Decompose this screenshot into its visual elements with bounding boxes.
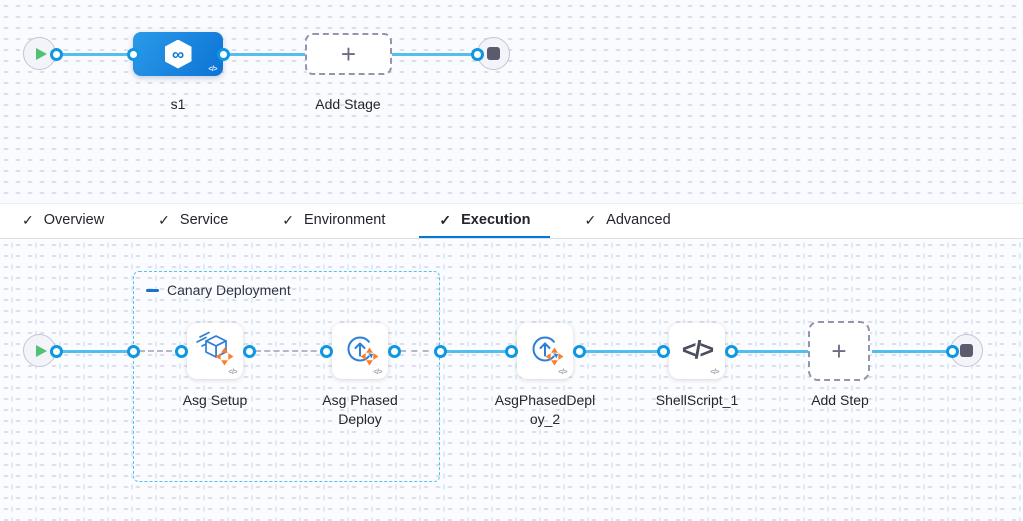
exec-wire-dashed <box>400 350 440 352</box>
step-in-port[interactable] <box>656 344 670 358</box>
group-in-port[interactable] <box>126 344 140 358</box>
tab-execution[interactable]: ✓ Execution <box>419 204 551 238</box>
plus-icon: + <box>340 39 357 69</box>
stop-icon <box>487 47 500 60</box>
step-out-port[interactable] <box>242 344 256 358</box>
end-in-port[interactable] <box>470 47 484 61</box>
scale-arrows-icon <box>360 347 379 366</box>
step-out-port[interactable] <box>572 344 586 358</box>
exec-wire <box>737 349 808 353</box>
code-badge-icon: </> <box>228 369 237 376</box>
step-out-port[interactable] <box>387 344 401 358</box>
group-label: Canary Deployment <box>167 282 291 298</box>
phased-deploy-icon <box>347 336 373 362</box>
code-badge-icon: </> <box>558 369 567 376</box>
step-name-label: Asg Setup <box>182 392 248 408</box>
phased-deploy-icon <box>532 336 558 362</box>
stage-graph-canvas: ∞ </> s1 + Add Stage <box>0 0 1023 203</box>
step-node-asg-setup[interactable]: </> <box>187 323 243 379</box>
step-node-asg-phased-deploy-2[interactable]: </> <box>517 323 573 379</box>
plus-icon: + <box>831 336 847 366</box>
tab-label: Environment <box>304 212 386 228</box>
step-node-shellscript-1[interactable]: </> </> <box>669 323 725 379</box>
stage-name-label: s1 <box>170 96 186 112</box>
check-icon: ✓ <box>439 211 452 228</box>
exec-wire <box>585 349 663 353</box>
asg-setup-icon <box>196 331 227 358</box>
step-name-label: Asg Phased Deploy <box>322 392 398 427</box>
exec-wire-dashed <box>139 350 181 352</box>
play-icon <box>36 344 47 357</box>
check-icon: ✓ <box>584 211 597 228</box>
scale-arrows-icon <box>545 347 564 366</box>
exec-wire <box>446 349 511 353</box>
step-name-label: AsgPhasedDeploy_2 <box>494 392 596 427</box>
collapse-minus-icon[interactable] <box>146 289 159 292</box>
stage-out-port[interactable] <box>216 47 230 61</box>
scale-arrows-icon <box>215 347 234 366</box>
code-badge-icon: </> <box>710 369 719 376</box>
stage-in-port[interactable] <box>126 47 140 61</box>
exec-wire <box>872 349 952 353</box>
step-name-label: ShellScript_1 <box>655 392 739 408</box>
execution-graph-canvas: Canary Deployment <box>0 239 1023 521</box>
add-stage-label: Add Stage <box>315 96 381 112</box>
exec-wire-dashed <box>255 350 326 352</box>
start-out-port[interactable] <box>49 344 63 358</box>
canary-deployment-group <box>133 271 440 482</box>
step-in-port[interactable] <box>319 344 333 358</box>
infinity-glyph: ∞ <box>171 44 185 64</box>
play-icon <box>36 47 47 60</box>
stop-icon <box>960 344 973 357</box>
stage-wire <box>223 52 305 56</box>
check-icon: ✓ <box>282 211 294 228</box>
tab-overview[interactable]: ✓ Overview <box>2 204 124 238</box>
step-in-port[interactable] <box>174 344 188 358</box>
stage-node-s1[interactable]: ∞ </> <box>133 32 223 76</box>
tab-environment[interactable]: ✓ Environment <box>262 204 405 238</box>
execution-end-node <box>950 334 983 367</box>
code-badge-icon: </> <box>208 66 217 73</box>
add-stage-button[interactable]: + <box>305 33 392 75</box>
step-in-port[interactable] <box>504 344 518 358</box>
code-badge-icon: </> <box>373 369 382 376</box>
exec-wire <box>56 349 133 353</box>
shell-script-icon: </> <box>681 336 714 364</box>
tab-service[interactable]: ✓ Service <box>138 204 248 238</box>
start-out-port[interactable] <box>49 47 63 61</box>
add-step-label: Add Step <box>811 392 869 408</box>
check-icon: ✓ <box>158 211 170 228</box>
tab-advanced[interactable]: ✓ Advanced <box>564 204 690 238</box>
deployment-stage-icon: ∞ <box>164 39 192 69</box>
stage-wire <box>56 52 133 56</box>
step-node-asg-phased-deploy[interactable]: </> <box>332 323 388 379</box>
step-out-port[interactable] <box>724 344 738 358</box>
stage-wire <box>392 52 477 56</box>
stage-config-tabs: ✓ Overview ✓ Service ✓ Environment ✓ Exe… <box>0 203 1023 239</box>
tab-label: Advanced <box>606 212 671 228</box>
tab-label: Service <box>179 212 229 228</box>
group-out-port[interactable] <box>433 344 447 358</box>
check-icon: ✓ <box>22 211 34 228</box>
end-in-port[interactable] <box>945 344 959 358</box>
tab-label: Overview <box>43 212 105 228</box>
add-step-button[interactable]: + <box>808 321 870 381</box>
tab-label: Execution <box>461 212 531 228</box>
